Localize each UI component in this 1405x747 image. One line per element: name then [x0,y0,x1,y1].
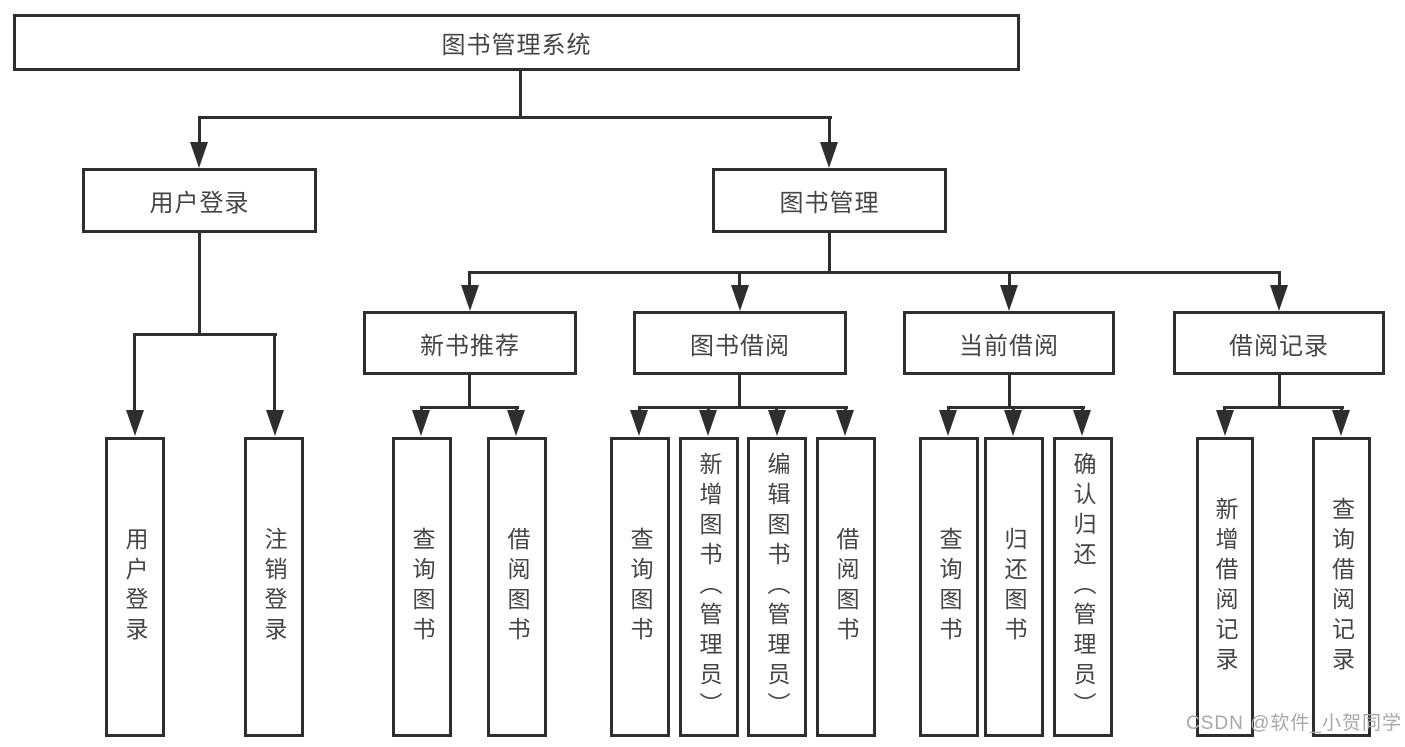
connector-book-borrow-rail [638,406,848,409]
connector-drop-user-login [198,116,201,144]
leaf-user-login: 用户登录 [105,437,165,737]
connector-drop-leaf [133,333,136,412]
arrow-down-icon [1270,285,1288,311]
connector-borrow-records-stem [1278,373,1281,409]
leaf-add-borrow-record: 新增借阅记录 [1196,437,1254,737]
node-root-system: 图书管理系统 [13,14,1020,71]
node-new-book-recommend: 新书推荐 [363,311,577,375]
arrow-down-icon [266,410,284,436]
node-book-borrowing: 图书借阅 [633,311,847,375]
arrow-down-icon [1216,410,1234,436]
node-book-management: 图书管理 [712,168,947,233]
connector-level2-rail [198,116,832,119]
arrow-down-icon [836,410,854,436]
connector-current-borrow-stem [1008,373,1011,409]
connector-user-login-stem [198,231,201,336]
connector-user-login-rail [133,333,277,336]
connector-level3-rail [468,271,1281,274]
connector-drop-current-borrow [1008,271,1011,289]
leaf-borrow-books-recommend: 借阅图书 [487,437,547,737]
arrow-down-icon [461,285,479,311]
arrow-down-icon [699,410,717,436]
arrow-down-icon [190,142,208,168]
leaf-query-books-borrowing: 查询图书 [610,437,670,737]
arrow-down-icon [939,410,957,436]
arrow-down-icon [1000,285,1018,311]
connector-borrow-records-rail [1223,406,1344,409]
arrow-down-icon [412,410,430,436]
node-current-borrowing: 当前借阅 [903,311,1115,375]
arrow-down-icon [731,285,749,311]
connector-drop-leaf [273,333,276,412]
leaf-query-borrow-record: 查询借阅记录 [1312,437,1371,737]
connector-drop-book-mgmt [828,116,831,144]
connector-book-mgmt-stem [828,231,831,274]
leaf-confirm-return-admin: 确认归还（管理员） [1053,437,1113,737]
connector-book-borrow-stem [738,373,741,409]
arrow-down-icon [630,410,648,436]
connector-new-book-stem [468,373,471,409]
node-borrowing-records: 借阅记录 [1173,311,1385,375]
leaf-return-books: 归还图书 [984,437,1044,737]
csdn-watermark: CSDN @软件_小贺同学 [1186,713,1402,734]
leaf-edit-books-admin: 编辑图书（管理员） [747,437,807,737]
arrow-down-icon [820,142,838,168]
arrow-down-icon [768,410,786,436]
leaf-query-books-recommend: 查询图书 [392,437,452,737]
arrow-down-icon [1004,410,1022,436]
arrow-down-icon [1073,410,1091,436]
connector-new-book-rail [420,406,519,409]
node-user-login: 用户登录 [82,168,317,233]
leaf-add-books-admin: 新增图书（管理员） [679,437,739,737]
connector-drop-borrow-records [1278,271,1281,289]
arrow-down-icon [1332,410,1350,436]
connector-drop-new-book [468,271,471,289]
connector-current-borrow-rail [947,406,1085,409]
connector-drop-book-borrow [738,271,741,289]
leaf-logout: 注销登录 [244,437,304,737]
arrow-down-icon [126,410,144,436]
leaf-borrow-books: 借阅图书 [816,437,876,737]
leaf-query-books-current: 查询图书 [919,437,979,737]
connector-root-stem [519,68,522,118]
arrow-down-icon [507,410,525,436]
